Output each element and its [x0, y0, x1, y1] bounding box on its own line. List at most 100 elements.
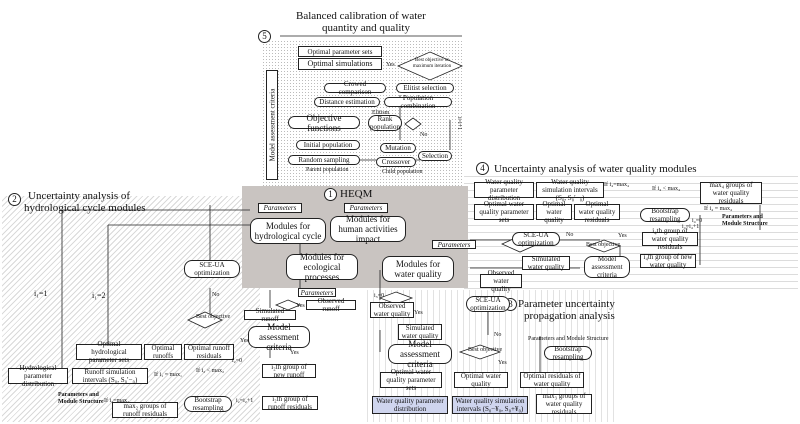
num-1: 1	[324, 188, 337, 201]
s5-best-obj: Best objective or maximum iteration	[412, 58, 452, 69]
s3-no: No	[494, 332, 502, 338]
s2-yes-2: Yes	[240, 338, 249, 344]
s4-ith: i₄th group of water quality residuals	[642, 227, 698, 251]
s3-wq-dist: Water quality parameter distribution	[372, 396, 448, 414]
s4-pms: Parameters and Module Structure	[722, 214, 768, 227]
s3-opt-resid: Optimal residuals of water quality	[520, 372, 584, 388]
s5-initpop: Initial population	[296, 140, 360, 150]
s4-parameters: Parameters	[432, 240, 476, 249]
s4-cond2: If i₄ < max₄	[652, 186, 681, 192]
s2-sce: SCE-UA optimization	[184, 260, 240, 278]
title-param-2: propagation analysis	[524, 310, 615, 322]
s3-pms: Parameters and Module Structure	[528, 336, 609, 342]
s4-sim-wq: Simulated water quality	[522, 255, 570, 271]
s5-selection: Selection	[418, 151, 452, 161]
s2-cond2: If i₁ = max₁	[154, 372, 183, 378]
s4-opt-wq2: Optimal water quality	[536, 200, 572, 224]
s2-ith: i₂th group of new runoff	[262, 363, 316, 379]
s4-wq-dist: Water quality parameter distribution	[474, 178, 534, 202]
s5-parentpop: Parent population	[306, 167, 349, 173]
s2-imax: If i₂=max₂	[104, 398, 130, 404]
s5-rank: Rank population	[368, 115, 402, 131]
s3-sce: SCE-UA optimization	[466, 296, 510, 312]
s2-runoff-int: Runoff simulation intervals (S₀, S₀′−₀)	[72, 368, 148, 384]
s2-max-groups: max₂ groups of runoff residuals	[112, 402, 178, 418]
s5-objfn: Objective functions	[288, 113, 360, 133]
title-balanced: Balanced calibration of water	[296, 10, 426, 22]
heqm-human-modules: Modules for human activities impact	[330, 214, 406, 244]
s4-bootstrap: Bootstrap resampling	[640, 207, 690, 223]
s2-best-obj: Best objective	[196, 314, 231, 320]
s4-cond3: If i₄ = max₄	[704, 206, 733, 212]
s2-obs-runoff: Observed runoff	[306, 297, 356, 313]
title-hydro: Uncertainty analysis of	[28, 190, 131, 202]
s2-opt-runoffs: Optimal runoffs	[144, 344, 182, 360]
s3-max-groups: max₃ groups of water quality residuals	[536, 392, 592, 416]
title-balanced-2: quantity and quality	[322, 22, 410, 34]
s5-mutation: Mutation	[380, 143, 416, 153]
s4-opt-resid: Optimal water quality residuals	[574, 200, 620, 224]
s5-criteria-vertical: Model assessment criteria	[266, 70, 278, 180]
s4-cond: If i₄=max₄	[604, 182, 630, 188]
s3-obs-wq: Observed water quality	[370, 302, 414, 318]
s3-sim-wq: Simulated water quality	[398, 324, 442, 340]
s5-optimal-param-sets: Optimal parameter sets	[298, 46, 382, 57]
title-param: Parameter uncertainty	[518, 298, 615, 310]
s3-opt-wq: Optimal water quality	[454, 372, 508, 388]
s2-opt-hydro: Optimal hydrological parameter sets	[76, 340, 142, 364]
s2-pms: Parameters and Module Structure	[58, 392, 104, 405]
s2-criteria: Model assessment criteria	[248, 322, 310, 352]
s5-random: Random sampling	[288, 155, 360, 165]
s5-yes: Yes	[386, 62, 395, 68]
s2-i2: i₁=2	[92, 291, 106, 300]
s4-criteria: Model assessment criteria	[584, 255, 630, 279]
s5-iter: i=i+1	[456, 116, 463, 131]
title-hydro-2: hydrological cycle modules	[24, 202, 146, 214]
heqm-wq-modules: Modules for water quality	[382, 256, 454, 282]
s5-elitist: Elitist selection	[396, 83, 454, 93]
s5-elitism: Elitism	[372, 110, 390, 116]
s4-obs-wq: Observed water quality	[480, 269, 522, 293]
heqm-parameters: Parameters	[258, 203, 302, 213]
s3-best-obj: Best objective	[468, 347, 503, 353]
s2-i1: i₁=1	[34, 289, 48, 298]
num-2: 2	[8, 193, 21, 206]
s4-no: No	[566, 232, 574, 238]
s3-i0: i₃=0	[374, 293, 385, 299]
s2-opt-resid: Optimal runoff residuals	[184, 344, 234, 360]
s4-sce: SCE-UA optimization	[512, 231, 560, 247]
s2-no: No	[212, 292, 220, 298]
s2-cond: If i₂ < max₂	[196, 368, 225, 374]
s2-bootstrap: Bootstrap resampling	[184, 396, 232, 412]
s2-i0: i₂=0	[232, 358, 243, 364]
region-hydro	[2, 196, 260, 422]
s5-popcomb: Population combination	[384, 94, 452, 110]
s5-optimal-sims: Optimal simulations	[298, 58, 382, 70]
num-4: 4	[476, 162, 489, 175]
s3-wq-int: Water quality simulation intervals (S₀−¥…	[452, 396, 528, 414]
s5-childpop: Child population	[382, 169, 423, 175]
s5-crossover: Crossover	[376, 157, 416, 167]
title-heqm: HEQM	[340, 188, 373, 200]
s5-no: No	[420, 132, 428, 138]
s3-yes: Yes	[414, 310, 423, 316]
num-5: 5	[258, 30, 271, 43]
s4-ieq: i₄=i₄+1	[682, 224, 700, 230]
title-wq: Uncertainty analysis of water quality mo…	[494, 163, 697, 175]
s3-opt-wq-params: Optimal water quality parameter sets	[380, 368, 442, 392]
s4-i0: i₄=0	[692, 218, 703, 224]
s4-yes: Yes	[618, 233, 627, 239]
s3-yes-2: Yes	[498, 360, 507, 366]
s2-ith-res: i₂th group of runoff residuals	[262, 395, 318, 411]
s5-crowd: Crowed comparison	[324, 80, 386, 96]
heqm-parameters-2: Parameters	[344, 203, 388, 213]
heqm-hydro-modules: Modules for hydrological cycle	[250, 218, 326, 244]
s3-criteria: Model assessment criteria	[388, 339, 452, 369]
s4-max-groups: max₄ groups of water quality residuals	[700, 181, 762, 205]
s4-ith-new: i₄th group of new water quality	[640, 253, 696, 269]
s5-distance: Distance estimation	[314, 97, 380, 107]
s4-best-obj: Best objective	[586, 242, 621, 248]
s2-i2eq: i₂=i₂+1	[236, 398, 254, 404]
s5-criteria-text: Model assessment criteria	[268, 88, 277, 162]
